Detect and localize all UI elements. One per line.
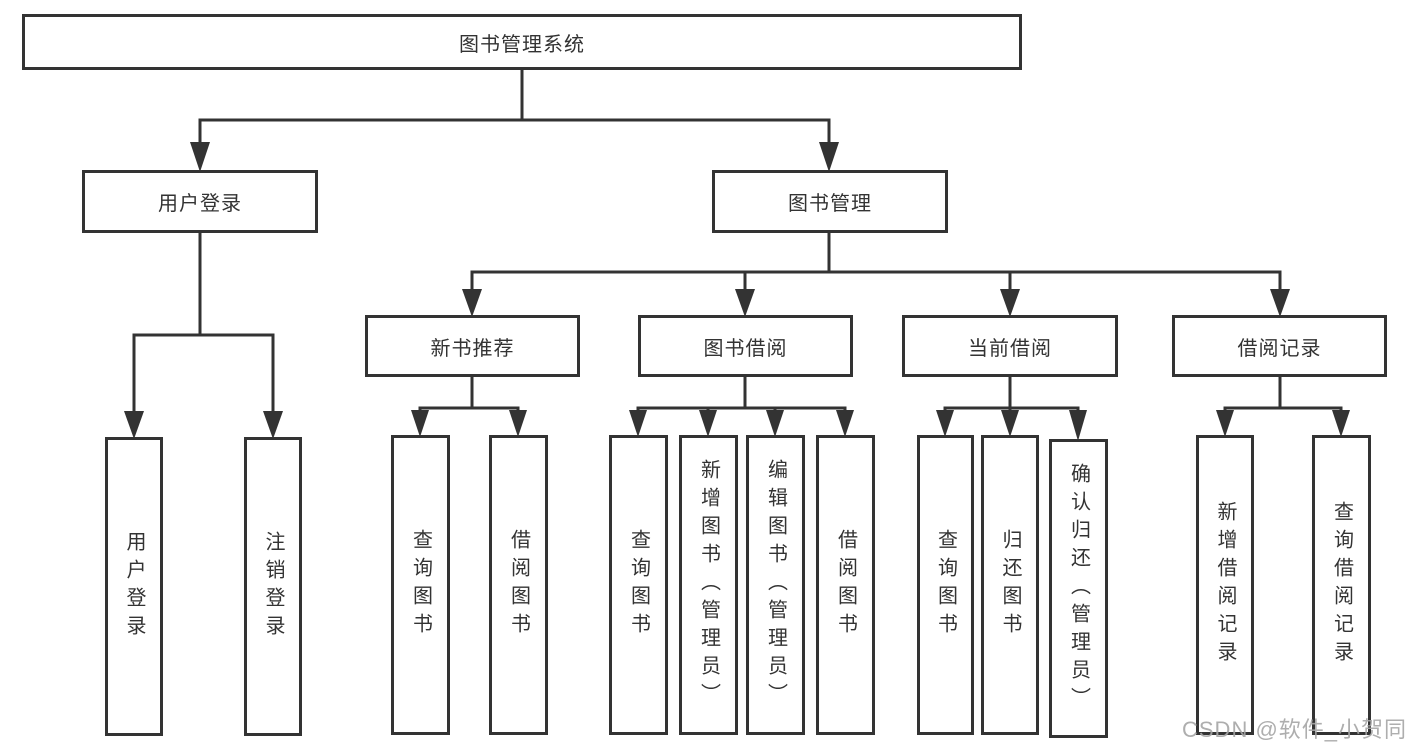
node-borrowing-records-label: 借阅记录 [1237, 337, 1322, 360]
node-book-borrowing: 图书借阅 [638, 315, 853, 377]
node-current-borrowing: 当前借阅 [902, 315, 1118, 377]
node-user-login: 用户登录 [82, 170, 318, 233]
node-current-borrowing-label: 当前借阅 [968, 337, 1052, 360]
leaf-recommend-query-books: 查询图书 [391, 435, 450, 735]
arrowheads [124, 142, 1350, 441]
leaf-current-return-books-label: 归还图书 [999, 529, 1021, 641]
node-user-login-label: 用户登录 [158, 193, 242, 215]
node-book-borrowing-label: 图书借阅 [703, 337, 788, 360]
leaf-current-return-books: 归还图书 [981, 435, 1039, 735]
node-borrowing-records: 借阅记录 [1172, 315, 1387, 377]
leaf-logout-login: 注销登录 [244, 437, 302, 736]
leaf-borrowing-edit-books-admin-label: 编辑图书（管理员） [764, 459, 787, 711]
leaf-recommend-borrow-books-label: 借阅图书 [507, 529, 530, 641]
node-library-system-label: 图书管理系统 [459, 33, 585, 56]
leaf-user-login: 用户登录 [105, 437, 163, 736]
leaf-current-query-books-label: 查询图书 [934, 529, 957, 641]
leaf-current-confirm-return-admin-label: 确认归还（管理员） [1067, 462, 1090, 715]
leaf-records-add-record-label: 新增借阅记录 [1214, 501, 1236, 669]
leaf-records-query-record-label: 查询借阅记录 [1330, 501, 1353, 669]
leaf-borrowing-borrow-books: 借阅图书 [816, 435, 875, 735]
leaf-records-query-record: 查询借阅记录 [1312, 435, 1371, 735]
leaf-borrowing-query-books: 查询图书 [609, 435, 668, 735]
leaf-logout-login-label: 注销登录 [262, 530, 284, 643]
leaf-borrowing-add-books-admin: 新增图书（管理员） [679, 435, 738, 735]
leaf-records-add-record: 新增借阅记录 [1196, 435, 1254, 735]
leaf-recommend-borrow-books: 借阅图书 [489, 435, 548, 735]
node-book-management: 图书管理 [712, 170, 948, 233]
leaf-borrowing-add-books-admin-label: 新增图书（管理员） [697, 459, 720, 711]
leaf-current-query-books: 查询图书 [917, 435, 974, 735]
leaf-borrowing-borrow-books-label: 借阅图书 [834, 529, 857, 641]
leaf-user-login-label: 用户登录 [123, 530, 145, 643]
leaf-borrowing-edit-books-admin: 编辑图书（管理员） [746, 435, 805, 735]
leaf-current-confirm-return-admin: 确认归还（管理员） [1049, 439, 1108, 738]
node-book-management-label: 图书管理 [788, 193, 872, 215]
node-library-system: 图书管理系统 [22, 14, 1022, 70]
leaf-borrowing-query-books-label: 查询图书 [627, 529, 650, 641]
csdn-watermark: CSDN @软件_小贺同学 [1182, 717, 1405, 742]
node-new-book-recommend-label: 新书推荐 [430, 337, 515, 360]
leaf-recommend-query-books-label: 查询图书 [409, 529, 432, 641]
node-new-book-recommend: 新书推荐 [365, 315, 580, 377]
